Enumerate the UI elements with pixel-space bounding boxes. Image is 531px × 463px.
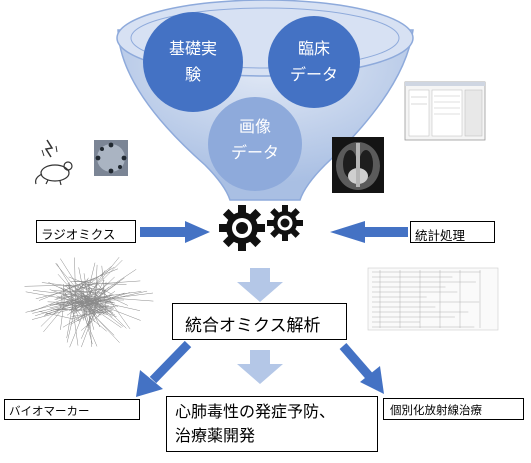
radiomics-text: ラジオミクス (41, 227, 116, 242)
arrow-integrated-to-personalized (339, 343, 384, 394)
network-graph-image (24, 257, 156, 358)
bubble-basic-experiment: 基礎実 験 (143, 12, 243, 112)
statistics-text: 統計処理 (415, 228, 466, 243)
bubble-clinical-data: 臨床 データ (268, 16, 360, 108)
arrow-stats-to-gears (330, 221, 408, 243)
cardiotoxicity-line1: 心肺毒性の発症予防、 (175, 402, 336, 421)
specimen-plate-image (94, 140, 128, 176)
statistics-label: 統計処理 (410, 221, 495, 243)
radiomics-label: ラジオミクス (36, 220, 136, 243)
software-screenshot-image (404, 81, 486, 141)
biomarker-text: バイオマーカー (9, 404, 90, 418)
integrated-omics-text: 統合オミクス解析 (185, 316, 321, 336)
arrow-integrated-to-cardio (237, 350, 283, 384)
arrow-radiomics-to-gears (140, 221, 210, 243)
ct-scan-image (332, 137, 384, 193)
personalized-radiotherapy-text: 個別化放射線治療 (390, 403, 482, 417)
bubble-image-data-line1: 画像 (239, 117, 271, 136)
bubble-basic-experiment-line1: 基礎実 (169, 39, 217, 58)
bubble-basic-experiment-line2: 験 (185, 65, 201, 84)
arrow-integrated-to-biomarker (136, 340, 192, 397)
heatmap-table-image (367, 267, 499, 331)
arrow-gears-to-integrated (237, 268, 283, 302)
integrated-omics-box: 統合オミクス解析 (172, 303, 347, 340)
cardiotoxicity-line2: 治療薬開発 (175, 426, 256, 445)
bubble-image-data-line2: データ (231, 143, 279, 162)
gears-icon (219, 205, 303, 251)
personalized-radiotherapy-label: 個別化放射線治療 (383, 398, 524, 420)
bubble-image-data: 画像 データ (208, 97, 302, 191)
bubble-clinical-data-line1: 臨床 (298, 39, 330, 58)
mouse-radiation-icon (35, 139, 73, 186)
cardiotoxicity-box: 心肺毒性の発症予防、治療薬開発 (166, 396, 378, 452)
bubble-clinical-data-line2: データ (290, 65, 338, 84)
biomarker-label: バイオマーカー (4, 399, 140, 420)
